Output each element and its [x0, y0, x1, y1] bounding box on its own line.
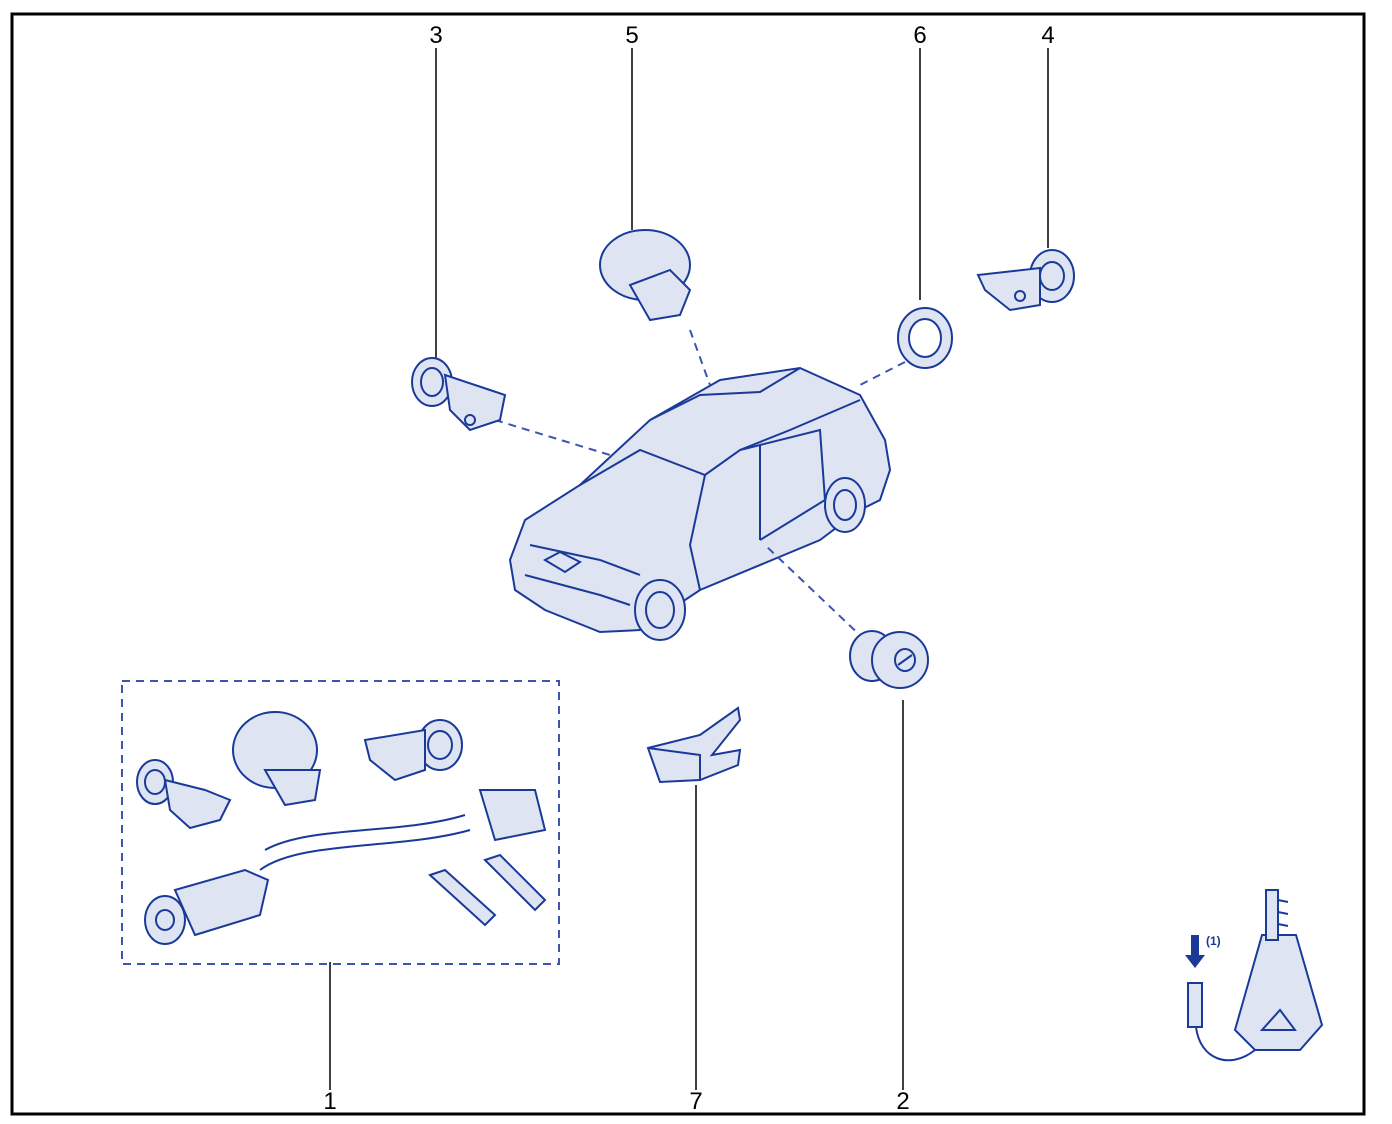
arrow-5 — [689, 329, 711, 386]
callout-6: 6 — [913, 22, 927, 49]
part-2-lock — [849, 630, 929, 689]
callout-5: 5 — [625, 22, 639, 49]
arrow-3 — [494, 419, 611, 456]
part-1-kit — [121, 680, 560, 965]
callout-2: 2 — [896, 1088, 910, 1115]
arrow-6 — [859, 361, 906, 386]
part-3-door-lock — [411, 357, 507, 432]
car-illustration — [508, 366, 892, 641]
callout-3: 3 — [429, 22, 443, 49]
part-7-clip — [646, 706, 742, 784]
down-arrow-icon — [1185, 935, 1205, 968]
key-illustration — [1185, 889, 1324, 1062]
diagram-frame — [10, 12, 1366, 1116]
callout-4: 4 — [1041, 22, 1055, 49]
callout-7: 7 — [689, 1088, 703, 1115]
part-6-ring — [897, 307, 953, 369]
callout-1: 1 — [323, 1088, 337, 1115]
part-4-lock — [976, 249, 1075, 312]
part-5-fuel-cap — [599, 229, 692, 322]
arrow-2 — [764, 544, 866, 641]
key-note-label: (1) — [1206, 934, 1221, 948]
